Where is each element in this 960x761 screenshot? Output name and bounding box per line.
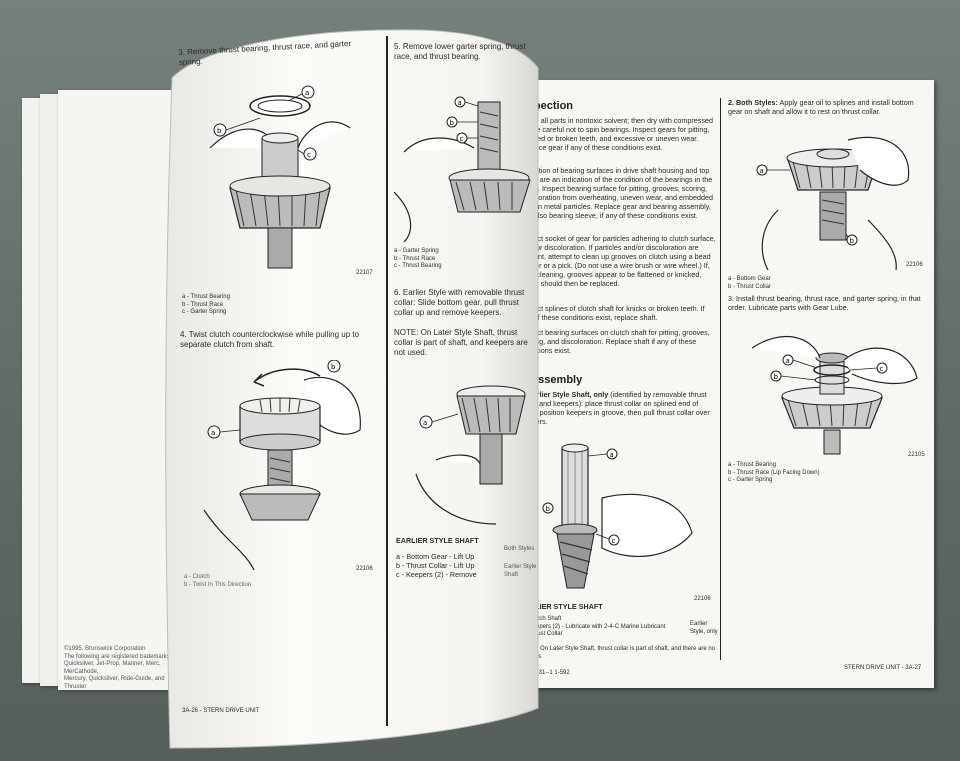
legend-item: c - Garter Spring xyxy=(728,477,773,483)
callout-letter: c xyxy=(612,537,616,545)
callout-letter: a xyxy=(423,419,427,427)
bottom-gear-illustration: a b xyxy=(756,136,910,270)
callout-letter: c xyxy=(880,365,884,373)
legend-item: a - Thrust Bearing xyxy=(728,462,776,468)
column-rule xyxy=(386,36,388,726)
legend-item: b - Thrust Collar xyxy=(728,283,771,290)
figure-legend: a - Thrust Bearing b - Thrust Race c - G… xyxy=(182,294,230,317)
legend-item: a - Clutch xyxy=(184,574,210,580)
inspection-paragraph: Condition of bearing surfaces in drive s… xyxy=(520,166,713,220)
step-1-bold: Earlier Style Shaft, only xyxy=(528,390,609,399)
callout-letter: b xyxy=(546,505,551,513)
callout-letter: a xyxy=(305,89,309,97)
callout-letter: b xyxy=(331,363,336,371)
reassembly-step-1: 1. Earlier Style Shaft, only (identified… xyxy=(520,390,716,426)
back-page: ©1995, Brunswick Corporation The followi… xyxy=(58,90,178,690)
brace-line: Earlier xyxy=(690,621,708,627)
legend-brace-label: Earlier Style, only xyxy=(690,621,718,636)
legend-item: a - Thrust Bearing xyxy=(182,294,230,300)
figure-caption: EARLIER STYLE SHAFT xyxy=(396,536,479,545)
document-code: 90-17431--1 1-592 xyxy=(520,670,570,676)
thrust-bearing-illustration: a b c xyxy=(751,335,918,455)
note: NOTE: On Later Style Shaft, thrust colla… xyxy=(520,646,716,660)
page-footer: STERN DRIVE UNIT - 3A-27 xyxy=(844,665,922,671)
inspection-paragraph: Inspect bearing surfaces on clutch shaft… xyxy=(520,328,710,355)
callout-letter: a xyxy=(786,357,790,365)
curled-page: 3. Remove thrust bearing, thrust race, a… xyxy=(160,8,540,753)
legend-item: b - Thrust Collar - Lift Up xyxy=(396,561,475,570)
step-6-text: 6. Earlier Style with removable thrust c… xyxy=(394,288,525,317)
copyright-line: The following are registered trademarks xyxy=(64,653,170,660)
callout-letter: c xyxy=(307,151,311,159)
legend-item: c - Thrust Collar xyxy=(520,631,563,637)
legend-item: c - Thrust Bearing xyxy=(394,263,442,269)
reassembly-step-3: 3. Install thrust bearing, thrust race, … xyxy=(728,294,921,312)
step-4-text: 4. Twist clutch counterclockwise while p… xyxy=(180,330,360,349)
figure-legend: a - Thrust Bearing b - Thrust Race (Lip … xyxy=(728,462,820,485)
lower-spring-illustration: a b c xyxy=(394,96,531,242)
legend-item: b - Thrust Race xyxy=(394,255,436,262)
copyright-line: Quicksilver, Jet-Prop, Mariner, Merc, Me… xyxy=(64,661,161,675)
legend-item: c - Keepers (2) - Remove xyxy=(396,570,477,579)
inspection-paragraph: Clean all parts in nontoxic solvent; the… xyxy=(520,116,713,152)
callout-letter: a xyxy=(458,99,462,107)
reassembly-step-2: 2. Both Styles: Apply gear oil to spline… xyxy=(728,98,924,116)
inspection-paragraph: Inspect splines of clutch shaft for knic… xyxy=(520,304,705,322)
legend-item: a - Clutch Shaft xyxy=(520,616,562,622)
callout-letter: a xyxy=(211,429,215,437)
legend-brace-label: Earlier Style Shaft xyxy=(504,564,537,578)
figure-code: 22106 xyxy=(356,566,373,572)
brace-line: Style, only xyxy=(690,628,718,635)
callout-letter: a xyxy=(610,451,614,459)
callout-letter: b xyxy=(217,127,222,135)
step-2-text: Apply gear oil to splines and install bo… xyxy=(728,98,914,116)
figure-legend: a - Garter Spring b - Thrust Race c - Th… xyxy=(394,248,442,271)
copyright-line: ©1995, Brunswick Corporation xyxy=(64,646,146,652)
legend-brace-label: Both Styles xyxy=(504,546,535,552)
legend-item: a - Bottom Gear xyxy=(728,276,771,282)
legend-item: b - Thrust Race (Lip Facing Down) xyxy=(728,469,820,476)
figure-code: 22106 xyxy=(906,262,923,268)
legend-item: a - Bottom Gear - Lift Up xyxy=(396,552,475,561)
figure-code: 22105 xyxy=(908,452,925,458)
earlier-shaft-illustration: a xyxy=(415,385,526,525)
figure-code: 22107 xyxy=(356,270,373,276)
column-rule xyxy=(720,98,721,660)
legend-item: b - Thrust Race xyxy=(182,301,224,308)
callout-letter: a xyxy=(760,167,764,175)
figure-legend: a - Clutch b - Twist In This Direction xyxy=(184,574,251,589)
figure-code: 22106 xyxy=(694,596,711,602)
clutch-twist-illustration: b a xyxy=(203,360,361,570)
clutch-shaft-illustration: a b c xyxy=(525,443,693,598)
inspection-paragraph: Inspect socket of gear for particles adh… xyxy=(520,234,716,288)
figure-legend: a - Clutch Shaft b - Keepers (2) - Lubri… xyxy=(520,616,700,639)
copyright-block: ©1995, Brunswick Corporation The followi… xyxy=(64,646,172,691)
figure-legend: a - Bottom Gear b - Thrust Collar xyxy=(728,276,771,291)
legend-item: b - Twist In This Direction xyxy=(184,581,252,588)
step-5-text: 5. Remove lower garter spring, thrust ra… xyxy=(394,42,526,61)
copyright-line: Mercury, Quicksilver, Ride-Guide, and Th… xyxy=(64,676,165,690)
note: NOTE: On Later Style Shaft, thrust colla… xyxy=(394,328,528,357)
figure-caption: EARLIER STYLE SHAFT xyxy=(520,602,603,611)
callout-letter: b xyxy=(774,373,779,381)
legend-item: a - Garter Spring xyxy=(394,248,439,254)
callout-letter: b xyxy=(450,119,455,127)
figure-legend: a - Bottom Gear - Lift Up b - Thrust Col… xyxy=(396,552,477,579)
legend-item: c - Garter Spring xyxy=(182,309,227,315)
legend-item: b - Keepers (2) - Lubricate with 2-4-C M… xyxy=(520,623,666,630)
thrust-removal-illustration: a b c xyxy=(209,85,351,269)
callout-letter: c xyxy=(460,135,464,143)
page-footer: 3A-26 - STERN DRIVE UNIT xyxy=(182,708,260,714)
step-2-bold: 2. Both Styles: xyxy=(728,98,778,107)
callout-letter: b xyxy=(850,237,855,245)
